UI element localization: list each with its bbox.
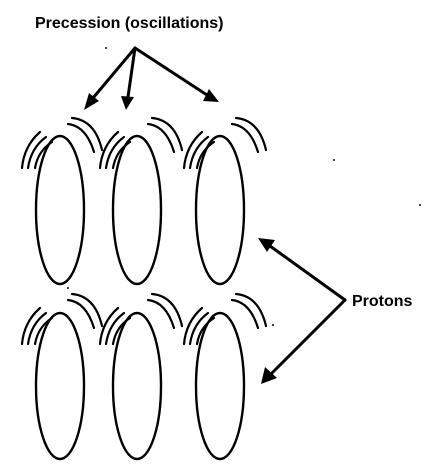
precession-arc [72, 118, 102, 150]
precession-arrows [84, 48, 219, 110]
protons-arrows [258, 238, 345, 384]
protons-label: Protons [352, 293, 413, 310]
speck [272, 324, 274, 326]
precession-arc [232, 300, 258, 328]
speck [419, 204, 421, 206]
proton-ellipse [36, 136, 84, 284]
arrow-line [271, 300, 345, 374]
arrowhead-icon [258, 238, 275, 252]
proton-row-top [36, 136, 244, 284]
precession-arc [236, 294, 266, 326]
arrowhead-icon [121, 96, 134, 110]
speck [333, 159, 335, 161]
precession-arc [236, 118, 266, 150]
precession-arc [152, 118, 182, 150]
speck [67, 287, 69, 289]
precession-arc [232, 124, 258, 152]
proton-ellipse [113, 136, 161, 284]
proton-ellipse [196, 313, 244, 459]
precession-arc [152, 294, 182, 326]
proton-ellipse [113, 313, 161, 459]
precession-label: Precession (oscillations) [35, 15, 224, 32]
precession-arc [148, 300, 174, 328]
speck [105, 47, 107, 49]
proton-ellipse [196, 136, 244, 284]
proton-row-bottom [36, 313, 244, 459]
precession-arc [148, 124, 174, 152]
arrow-line [270, 246, 345, 300]
arrow-line [135, 48, 207, 95]
precession-arc [72, 294, 102, 326]
proton-ellipse [36, 313, 84, 459]
